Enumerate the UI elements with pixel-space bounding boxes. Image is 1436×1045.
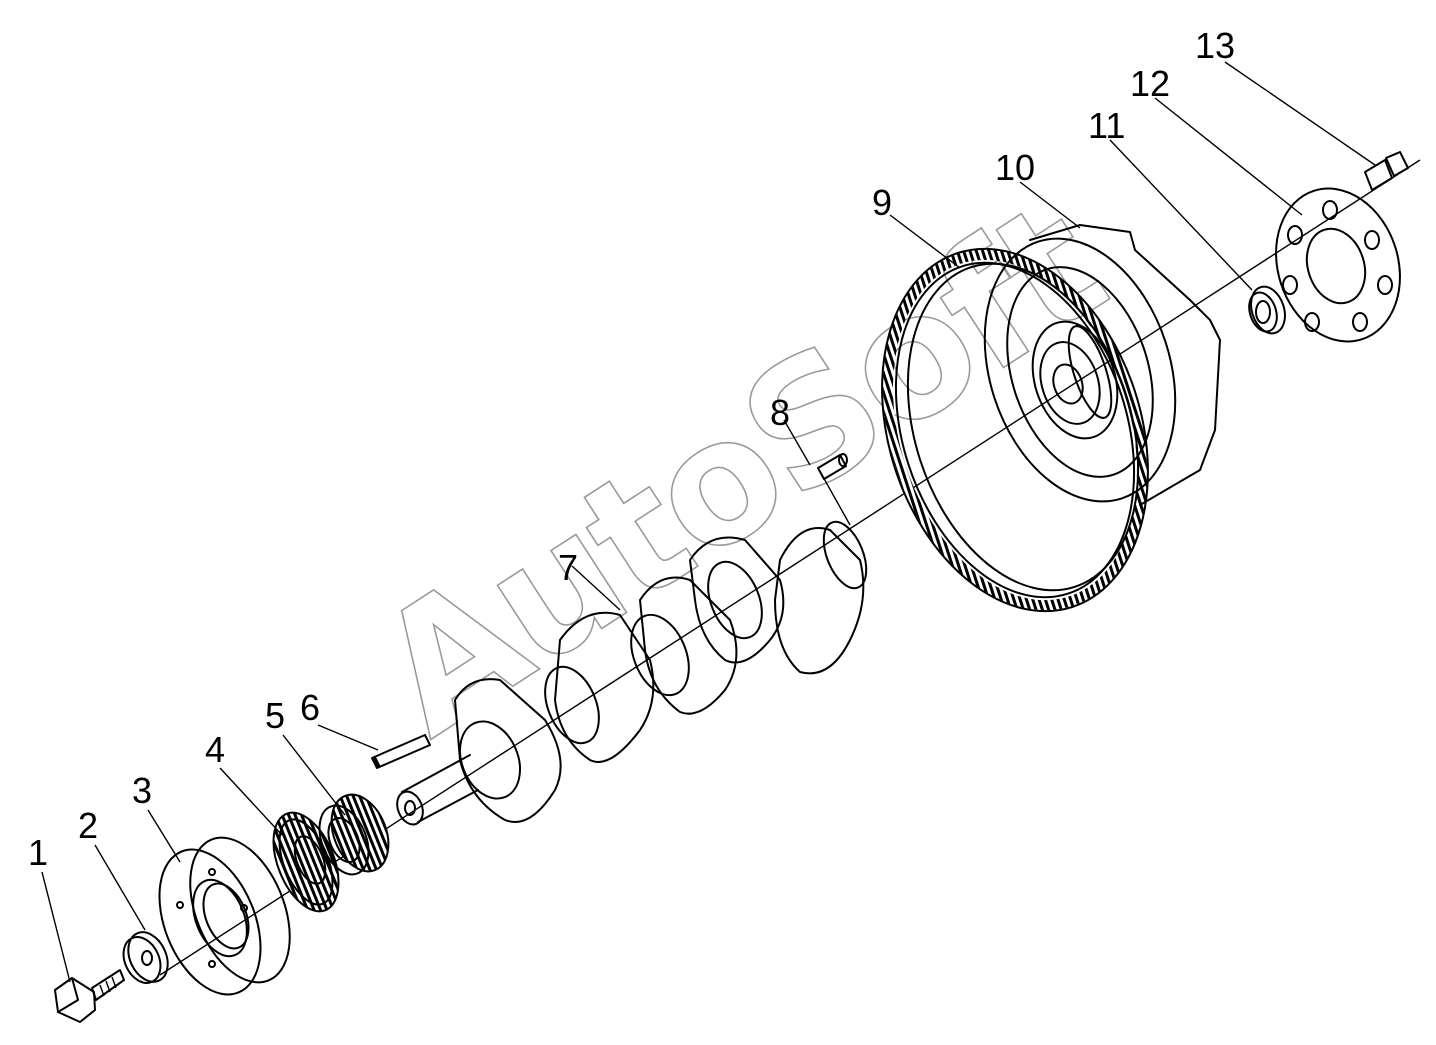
part-bearing: [1248, 285, 1286, 335]
part-plate: [1275, 187, 1401, 343]
callout-6: 6: [300, 687, 320, 728]
part-crankshaft: [396, 520, 868, 826]
leader-lines: [41, 61, 1376, 983]
part-pin: [817, 453, 851, 526]
part-key: [371, 734, 431, 769]
part-pulley: [158, 836, 291, 996]
callout-11: 11: [1088, 105, 1125, 146]
part-flywheel-bolt: [1364, 151, 1409, 191]
callout-7: 7: [558, 547, 578, 588]
callout-9: 9: [872, 182, 892, 223]
callout-5: 5: [265, 695, 285, 736]
part-flywheel: [983, 224, 1221, 506]
callout-13: 13: [1195, 25, 1235, 66]
part-washer: [122, 931, 169, 984]
part-bolt: [54, 969, 125, 1023]
callout-1: 1: [28, 832, 48, 873]
callout-2: 2: [78, 805, 98, 846]
callout-10: 10: [995, 147, 1035, 188]
callout-12: 12: [1130, 63, 1170, 104]
callout-3: 3: [132, 770, 152, 811]
callout-labels: 1 2 3 4 5 6 7 8 9 10 11 12 13: [28, 25, 1235, 873]
part-crankshaft-gear: [318, 793, 390, 876]
part-ring-gear: [881, 247, 1149, 613]
callout-8: 8: [770, 392, 790, 433]
callout-4: 4: [205, 729, 225, 770]
